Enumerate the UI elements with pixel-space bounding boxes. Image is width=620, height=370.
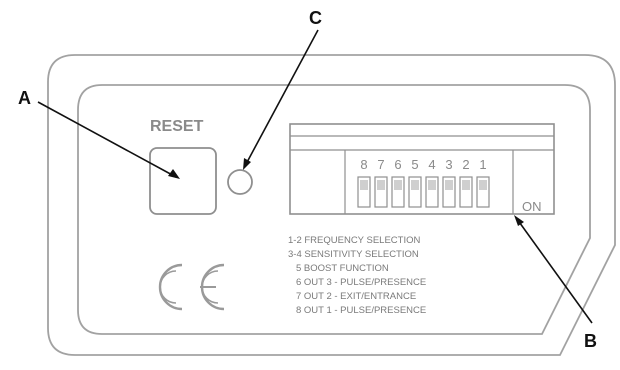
- legend-line: 7 OUT 2 - EXIT/ENTRANCE: [296, 291, 416, 302]
- dip-switch[interactable]: [391, 176, 405, 208]
- switch-number: 4: [428, 157, 435, 172]
- legend-line: 1-2 FREQUENCY SELECTION: [288, 235, 420, 246]
- dip-switch-block: [289, 123, 555, 215]
- switch-number: 8: [360, 157, 367, 172]
- callout-b: B: [514, 215, 597, 351]
- reset-button[interactable]: [149, 147, 217, 215]
- reset-label: RESET: [150, 118, 204, 135]
- legend-line: 3-4 SENSITIVITY SELECTION: [288, 249, 419, 260]
- legend-line: 5 BOOST FUNCTION: [296, 263, 389, 274]
- switch-number-row: 8 7 6 5 4 3 2 1: [360, 157, 486, 172]
- callout-label-b: B: [584, 331, 597, 351]
- switch-number: 6: [394, 157, 401, 172]
- ce-mark-logo: [158, 263, 225, 311]
- on-label: ON: [522, 199, 542, 214]
- legend-line: 6 OUT 3 - PULSE/PRESENCE: [296, 277, 426, 288]
- switch-legend: 1-2 FREQUENCY SELECTION 3-4 SENSITIVITY …: [288, 235, 426, 316]
- dip-switch[interactable]: [408, 176, 422, 208]
- callout-label-c: C: [309, 8, 322, 28]
- dip-switch[interactable]: [425, 176, 439, 208]
- legend-line: 8 OUT 1 - PULSE/PRESENCE: [296, 305, 426, 316]
- dip-switch[interactable]: [374, 176, 388, 208]
- switch-number: 1: [479, 157, 486, 172]
- callout-label-a: A: [18, 88, 31, 108]
- switch-number: 2: [462, 157, 469, 172]
- led-indicator: [227, 169, 253, 195]
- dip-switch[interactable]: [459, 176, 473, 208]
- dip-switch[interactable]: [357, 176, 371, 208]
- dip-switch[interactable]: [476, 176, 490, 208]
- housing-outline: [47, 54, 616, 356]
- dip-switch-toggles: [357, 176, 490, 208]
- switch-number: 5: [411, 157, 418, 172]
- callout-c: C: [243, 8, 322, 170]
- switch-number: 7: [377, 157, 384, 172]
- callout-a: A: [18, 88, 180, 179]
- switch-number: 3: [445, 157, 452, 172]
- dip-switch[interactable]: [442, 176, 456, 208]
- panel-outline: [77, 84, 591, 335]
